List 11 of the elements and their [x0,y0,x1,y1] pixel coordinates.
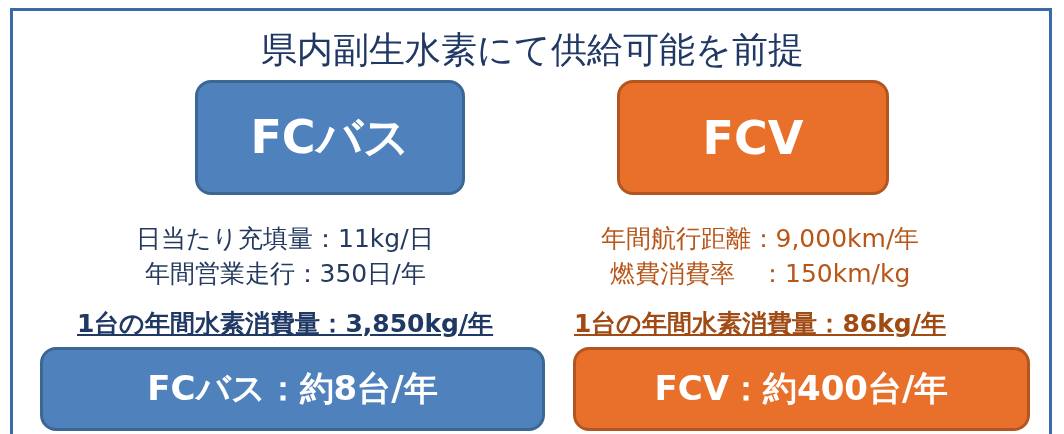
title: 県内副生水素にて供給可能を前提 [259,28,805,72]
vehicle-box: FCV [617,80,889,195]
result-box: FCV：約400台/年 [573,347,1030,431]
spec-text: 燃費消費率 ：150km/kg [610,258,911,290]
spec-text: 日当たり充填量：11kg/日 [136,223,434,255]
spec-text: 年間航行距離：9,000km/年 [600,223,920,255]
result-box: FCバス：約8台/年 [40,347,545,431]
vehicle-box: FCバス [195,80,465,195]
consumption-text: 1台の年間水素消費量：86kg/年 [574,308,946,340]
spec-text: 年間営業走行：350日/年 [144,258,426,290]
consumption-text: 1台の年間水素消費量：3,850kg/年 [77,308,494,340]
